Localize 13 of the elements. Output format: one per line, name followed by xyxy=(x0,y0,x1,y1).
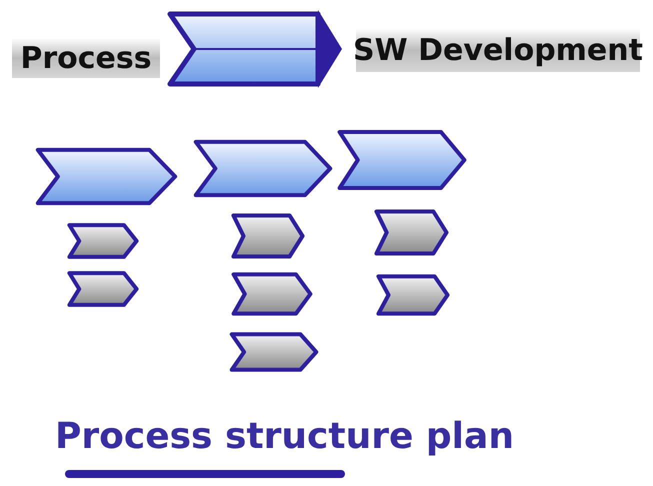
chevron-shape xyxy=(375,210,448,255)
chevron-shape xyxy=(230,333,318,371)
chevron-shape xyxy=(337,130,467,190)
chevron-shape xyxy=(35,148,178,205)
chevron-shape xyxy=(377,275,449,315)
caption: Process structure plan xyxy=(55,415,514,459)
chevron-shape xyxy=(232,214,304,258)
chevron-shape xyxy=(193,140,333,197)
heading-text: Process xyxy=(12,38,160,78)
heading-text: SW Development xyxy=(356,28,640,72)
chevron-shape xyxy=(68,272,138,306)
chevron-shape xyxy=(68,224,138,258)
chevron-shape xyxy=(232,273,312,315)
